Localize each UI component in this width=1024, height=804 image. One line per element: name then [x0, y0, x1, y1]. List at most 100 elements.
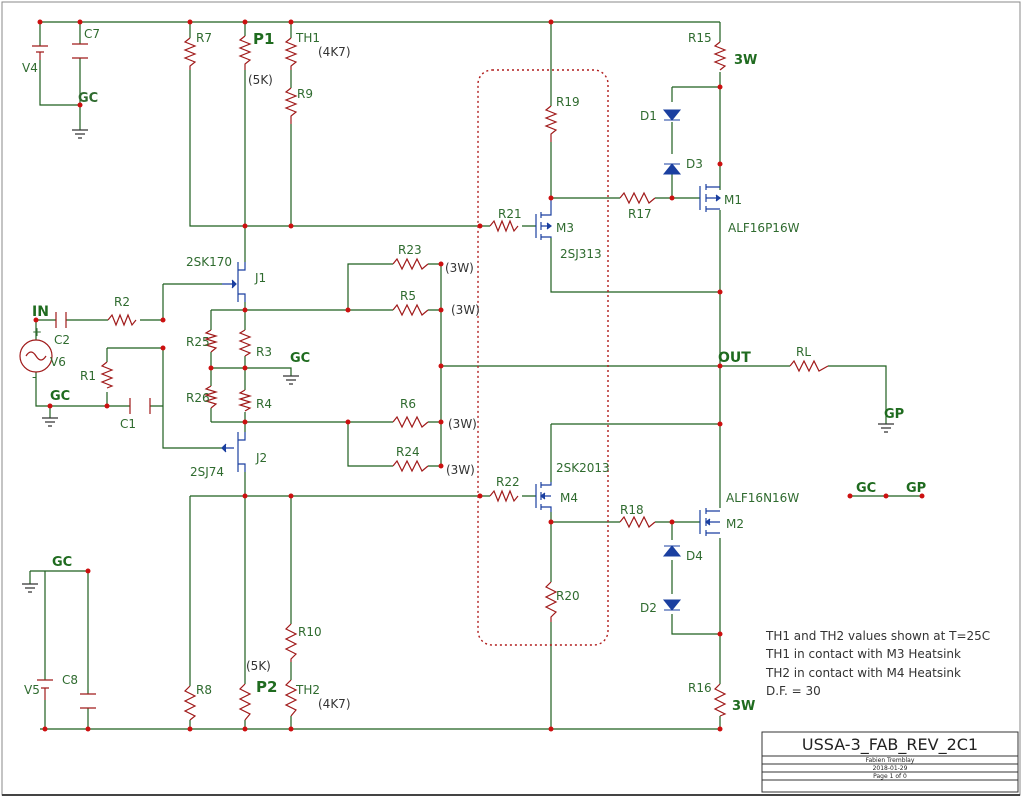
r26-resistor: [203, 385, 219, 409]
label-c7: C7: [84, 27, 100, 41]
c7-capacitor: [72, 43, 88, 59]
drawing-title: USSA-3_FAB_REV_2C1: [802, 735, 978, 755]
label-r25: R25: [186, 335, 210, 349]
c8-capacitor: [80, 693, 96, 709]
v5-battery: [37, 679, 53, 700]
label-r19: R19: [556, 95, 580, 109]
component-labels: C7 V4 GC R7 P1 (5K) TH1 (4K7) R9 R15 3W …: [22, 27, 926, 714]
label-m4: M4: [560, 491, 578, 505]
label-r6: R6: [400, 397, 416, 411]
label-m1: M1: [724, 193, 742, 207]
label-p2: P2: [256, 678, 277, 696]
m2-mosfet: [699, 508, 720, 536]
label-r2: R2: [114, 295, 130, 309]
r6-resistor: [392, 415, 429, 429]
wires: [29, 21, 922, 730]
svg-text:-: -: [32, 370, 36, 384]
label-gp: GP: [884, 407, 904, 422]
label-gp-legend: GP: [906, 481, 926, 496]
note-line: D.F. = 30: [766, 684, 821, 698]
label-r18: R18: [620, 503, 644, 517]
label-m2-part: ALF16N16W: [726, 491, 799, 505]
m1-mosfet: [699, 184, 721, 212]
junction-dots: [33, 19, 925, 732]
label-j2-part: 2SJ74: [190, 465, 224, 479]
svg-text:+: +: [32, 325, 42, 339]
label-rl: RL: [796, 345, 811, 359]
label-r23-power: (3W): [445, 261, 474, 275]
r15-resistor: [713, 41, 727, 71]
drawing-page: Page 1 of 0: [873, 773, 907, 780]
label-r10: R10: [298, 625, 322, 639]
label-r5-power: (3W): [451, 303, 480, 317]
label-r15-power: 3W: [734, 53, 757, 68]
label-d1: D1: [640, 109, 657, 123]
label-r9: R9: [297, 87, 313, 101]
r4-resistor: [237, 389, 253, 412]
label-c8: C8: [62, 673, 78, 687]
d1-diode: [662, 109, 682, 121]
ground-icon: [42, 417, 58, 427]
label-c2: C2: [54, 333, 70, 347]
label-r16: R16: [688, 681, 712, 695]
title-block: USSA-3_FAB_REV_2C1 Fabien Tremblay 2018-…: [761, 731, 1019, 793]
th2-thermistor: [284, 679, 298, 717]
label-r6-power: (3W): [448, 417, 477, 431]
label-j1-part: 2SK170: [186, 255, 232, 269]
r23-resistor: [392, 257, 429, 271]
v6-ac-source: [19, 339, 53, 373]
c2-capacitor: [55, 312, 67, 328]
label-r24-power: (3W): [446, 463, 475, 477]
d4-diode: [662, 545, 682, 557]
heatsink-boundary: [477, 69, 609, 646]
ground-icon: [878, 423, 894, 433]
resistors: [100, 35, 829, 721]
label-r23: R23: [398, 243, 422, 257]
r2-resistor: [107, 313, 137, 327]
label-r16-power: 3W: [732, 699, 755, 714]
r22-resistor: [489, 489, 519, 503]
label-gc-mid: GC: [290, 351, 310, 366]
capacitors: [55, 43, 151, 709]
rl-resistor: [789, 359, 829, 373]
label-r1: R1: [80, 369, 96, 383]
label-th1: TH1: [295, 31, 320, 45]
label-gc-left: GC: [50, 389, 70, 404]
label-gc-legend: GC: [856, 481, 876, 496]
r1-resistor: [100, 361, 114, 389]
ground-icon: [72, 129, 88, 139]
m3-mosfet: [535, 198, 552, 240]
d2-diode: [662, 599, 682, 611]
label-m1-part: ALF16P16W: [728, 221, 800, 235]
label-m2: M2: [726, 517, 744, 531]
p2-potentiometer: [238, 683, 252, 721]
r10-resistor: [284, 623, 298, 662]
label-r7: R7: [196, 31, 212, 45]
label-j1: J1: [254, 271, 266, 285]
label-r5: R5: [400, 289, 416, 303]
label-v6: V6: [50, 355, 66, 369]
label-d4: D4: [686, 549, 703, 563]
label-m3-part: 2SJ313: [560, 247, 602, 261]
label-c1: C1: [120, 417, 136, 431]
r18-resistor: [619, 515, 656, 529]
label-gc-bottom: GC: [52, 555, 72, 570]
label-out: OUT: [718, 350, 751, 366]
note-line: TH1 and TH2 values shown at T=25C: [765, 629, 990, 643]
drawing-date: 2018-01-29: [873, 765, 908, 772]
v4-battery: [32, 45, 48, 60]
r9-resistor: [284, 87, 298, 124]
label-r3: R3: [256, 345, 272, 359]
label-m3: M3: [556, 221, 574, 235]
r3-resistor: [238, 329, 252, 357]
r7-resistor: [183, 37, 197, 70]
label-d3: D3: [686, 157, 703, 171]
r24-resistor: [392, 459, 429, 473]
diodes: [662, 109, 682, 611]
r5-resistor: [392, 303, 429, 317]
r8-resistor: [183, 685, 197, 721]
j1-jfet: [222, 262, 246, 302]
label-v4: V4: [22, 61, 38, 75]
r17-resistor: [619, 191, 656, 205]
